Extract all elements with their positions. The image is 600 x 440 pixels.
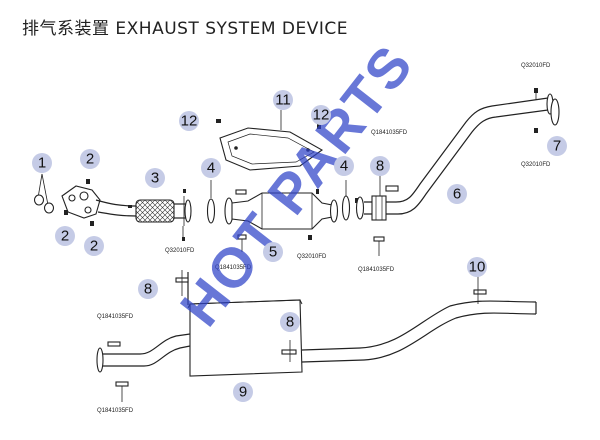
code-q32010fd-top: Q32010FD [521, 63, 551, 69]
svg-text:8: 8 [144, 281, 152, 298]
callout-4-right: 4 [334, 156, 354, 176]
callout-10: 10 [467, 257, 487, 277]
svg-text:4: 4 [340, 158, 348, 175]
svg-text:1: 1 [38, 155, 46, 172]
front-pipe [61, 185, 192, 241]
gasket-rings [33, 173, 55, 214]
svg-text:7: 7 [553, 138, 561, 155]
svg-text:4: 4 [207, 160, 215, 177]
callout-6: 6 [447, 184, 467, 204]
muffler-assembly [96, 270, 537, 402]
svg-text:11: 11 [275, 92, 291, 109]
callout-8-muffler: 8 [280, 312, 300, 332]
page-title: 排气系装置 EXHAUST SYSTEM DEVICE [22, 19, 348, 39]
callout-12-right: 12 [311, 105, 331, 125]
gasket-right [341, 180, 358, 221]
code-q1841035fd-mid: Q1841035FD [358, 267, 395, 273]
callout-1: 1 [32, 153, 52, 173]
code-q32010fd-rear: Q32010FD [521, 162, 551, 168]
svg-text:12: 12 [181, 113, 198, 130]
watermark: HOT PARTS [168, 33, 425, 338]
svg-text:10: 10 [469, 259, 486, 276]
callout-11: 11 [273, 90, 293, 110]
callout-5: 5 [263, 242, 283, 262]
code-q1841035fd-bottom: Q1841035FD [97, 408, 134, 414]
callout-2-left: 2 [55, 226, 75, 246]
svg-text:3: 3 [151, 170, 159, 187]
gasket-rear [546, 93, 560, 126]
code-q1841035fd-cat: Q1841035FD [215, 265, 252, 271]
callout-8-pipe: 8 [370, 156, 390, 176]
callout-8-hanger: 8 [138, 279, 158, 299]
svg-text:5: 5 [269, 244, 277, 261]
svg-text:2: 2 [61, 228, 69, 245]
svg-text:6: 6 [453, 186, 461, 203]
svg-text:2: 2 [86, 151, 94, 168]
callout-4-left: 4 [201, 158, 221, 178]
gasket-left [206, 180, 216, 224]
callout-2-top: 2 [80, 149, 100, 169]
svg-text:9: 9 [239, 384, 247, 401]
svg-text:2: 2 [90, 238, 98, 255]
callout-9: 9 [233, 382, 253, 402]
code-q32010fd-front: Q32010FD [165, 248, 195, 254]
svg-text:12: 12 [313, 107, 330, 124]
bolts-part-2 [64, 179, 94, 226]
svg-text:8: 8 [286, 314, 294, 331]
callout-3: 3 [145, 168, 165, 188]
svg-text:8: 8 [376, 158, 384, 175]
callout-12-left: 12 [179, 111, 199, 131]
intermediate-pipe [355, 88, 549, 256]
heat-shield [216, 110, 324, 171]
code-q1841035fd-tail: Q1841035FD [97, 314, 134, 320]
catalytic-converter [224, 189, 339, 252]
code-q32010fd-cat: Q32010FD [297, 254, 327, 260]
callout-2-right: 2 [84, 236, 104, 256]
callout-7: 7 [547, 136, 567, 156]
code-q1841035fd-upper: Q1841035FD [371, 130, 408, 136]
